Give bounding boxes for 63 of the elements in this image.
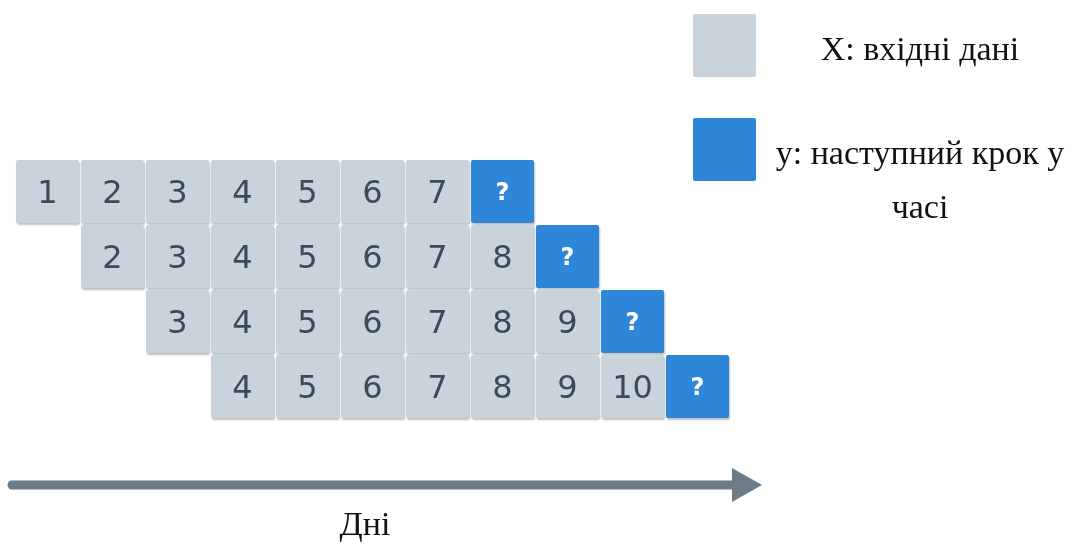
input-cell: 4 (211, 290, 274, 353)
node-label: 2 (102, 237, 123, 276)
node-label: 5 (297, 302, 318, 341)
target-cell: ? (536, 225, 599, 288)
node-label: 8 (492, 302, 513, 341)
input-cell: 6 (341, 290, 404, 353)
input-cell: 4 (211, 160, 274, 223)
target-cell: ? (601, 290, 664, 353)
input-cell: 8 (471, 355, 534, 418)
node-label: 7 (427, 367, 448, 406)
input-cell: 9 (536, 355, 599, 418)
node-label: 1 (37, 172, 58, 211)
node-label: 10 (612, 367, 653, 406)
input-cell: 6 (341, 225, 404, 288)
node-label: 2 (102, 172, 123, 211)
node-label: 4 (232, 302, 253, 341)
input-cell: 7 (406, 290, 469, 353)
node-label: 8 (492, 367, 513, 406)
legend-text: y: наступний крок у часі (774, 133, 1066, 227)
node-label: 3 (167, 302, 188, 341)
node-label: 7 (427, 237, 448, 276)
input-cell: 6 (341, 355, 404, 418)
input-cell: 5 (276, 160, 339, 223)
input-cell: 1 (16, 160, 79, 223)
node-label: 7 (427, 172, 448, 211)
input-cell: 7 (406, 160, 469, 223)
node-label: 9 (557, 367, 578, 406)
input-cell: 4 (211, 355, 274, 418)
node-label: 9 (557, 302, 578, 341)
node-label: 5 (297, 172, 318, 211)
node-label: 6 (362, 302, 383, 341)
node-label: 6 (362, 172, 383, 211)
input-cell: 2 (81, 225, 144, 288)
node-label: 4 (232, 172, 253, 211)
input-cell: 8 (471, 290, 534, 353)
axis-label: Дні (338, 505, 392, 543)
node-label: 3 (167, 172, 188, 211)
input-cell: 3 (146, 160, 209, 223)
input-cell: 3 (146, 225, 209, 288)
node-label: 7 (427, 302, 448, 341)
node-label: 6 (362, 367, 383, 406)
target-cell: ? (666, 355, 729, 418)
node-label: 3 (167, 237, 188, 276)
node-label: 4 (232, 367, 253, 406)
input-cell: 5 (276, 225, 339, 288)
input-cell: 8 (471, 225, 534, 288)
input-cell: 7 (406, 225, 469, 288)
target-cell: ? (471, 160, 534, 223)
node-label: 6 (362, 237, 383, 276)
input-cell: 6 (341, 160, 404, 223)
input-cell: 5 (276, 290, 339, 353)
node-label: 4 (232, 237, 253, 276)
input-cell: 7 (406, 355, 469, 418)
input-cell: 2 (81, 160, 144, 223)
legend-text: X: вхідні дані (819, 29, 1021, 69)
input-cell: 5 (276, 355, 339, 418)
node-label: 5 (297, 237, 318, 276)
input-cell: 9 (536, 290, 599, 353)
node-label: 8 (492, 237, 513, 276)
input-cell: 10 (601, 355, 664, 418)
input-cell: 3 (146, 290, 209, 353)
node-label: 5 (297, 367, 318, 406)
input-cell: 4 (211, 225, 274, 288)
